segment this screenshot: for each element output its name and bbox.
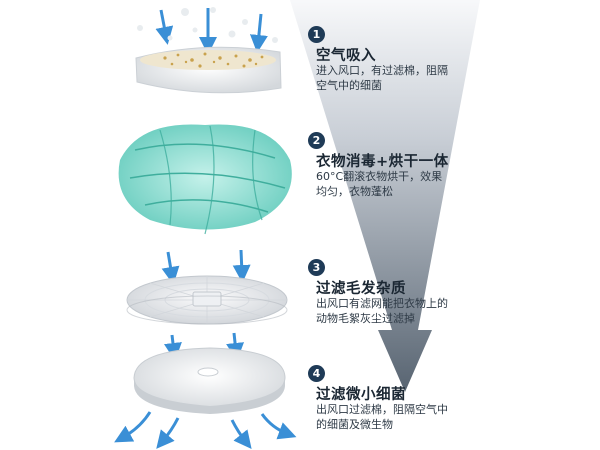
- step-number-badge: 2: [308, 132, 325, 149]
- fine-filter-arrows: [164, 332, 245, 361]
- air-exhaust-arrows: [114, 411, 297, 450]
- step-description: 出风口有滤网能把衣物上的 动物毛絮灰尘过滤掉: [316, 297, 448, 325]
- lint-filter-image: [126, 275, 288, 325]
- step-number-badge: 4: [308, 365, 325, 382]
- filter-cotton-image: [135, 46, 282, 94]
- step-title: 过滤微小细菌: [316, 387, 406, 403]
- air-intake-arrows: [155, 8, 268, 55]
- fine-filter-pad-image: [133, 347, 286, 414]
- step-title: 过滤毛发杂质: [316, 281, 406, 297]
- step-number-badge: 3: [308, 259, 325, 276]
- air-particles: [137, 7, 278, 43]
- step-description: 60°C翻滚衣物烘干，效果 均匀，衣物蓬松: [316, 170, 443, 198]
- step-number-badge: 1: [308, 26, 325, 43]
- step-title: 衣物消毒+烘干一体: [316, 154, 449, 170]
- step-description: 进入风口，有过滤棉，阻隔 空气中的细菌: [316, 64, 448, 92]
- step-description: 出风口过滤棉，阻隔空气中 的细菌及微生物: [316, 403, 448, 431]
- airflow-funnel-arrow: [290, 0, 480, 392]
- clothing-mesh-image: [118, 124, 292, 235]
- step-title: 空气吸入: [316, 48, 376, 64]
- lint-filter-arrows: [161, 249, 251, 285]
